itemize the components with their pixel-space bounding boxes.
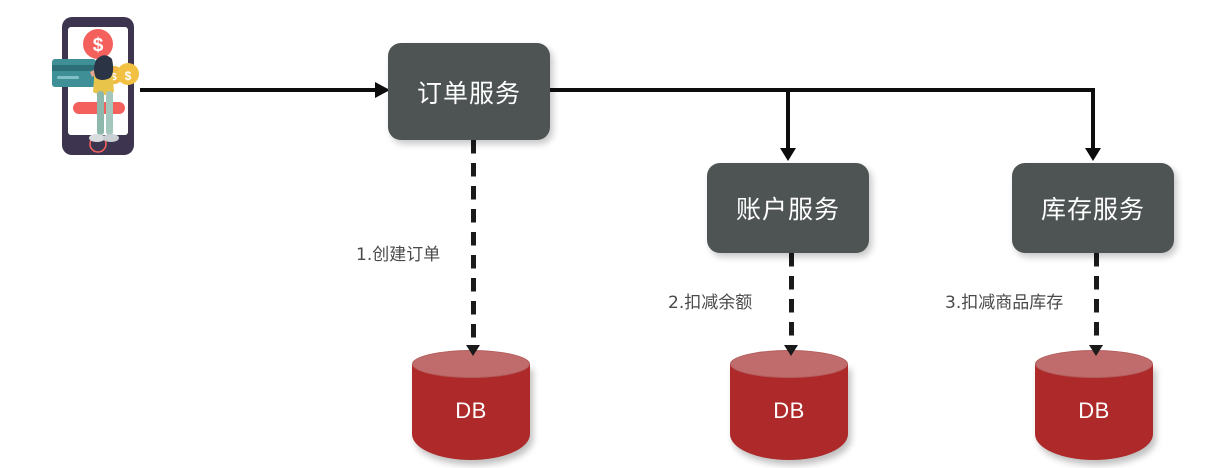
service-box-account-service[interactable]: 账户服务	[707, 163, 869, 253]
database-account-db[interactable]: DB	[730, 350, 848, 462]
person-hair-shape	[94, 55, 114, 80]
coin-front-glyph: $	[125, 69, 132, 83]
arrow-inventory-to-db	[1089, 345, 1103, 356]
db-label-inventory-db: DB	[1078, 398, 1110, 423]
db-top-ellipse-shape	[730, 350, 848, 378]
coin-back-glyph: $	[111, 72, 117, 83]
dollar-sign-glyph: $	[93, 35, 104, 56]
connector-to-inventory-service	[1091, 88, 1095, 150]
connector-to-account-service	[786, 88, 790, 150]
connector-inventory-to-db	[1094, 253, 1099, 347]
person-shoe-right-shape	[103, 134, 119, 142]
connector-order-to-db	[471, 140, 476, 347]
service-label-order-service: 订单服务	[416, 79, 521, 108]
arrow-to-inventory-service	[1085, 148, 1101, 161]
arrow-account-to-db	[784, 345, 798, 356]
db-body-shape	[1035, 364, 1153, 460]
edge-label-step-2: 2.扣减余额	[668, 293, 753, 313]
service-label-inventory-service: 库存服务	[1040, 196, 1145, 224]
db-body-shape	[730, 364, 848, 460]
connector-order-branch-bus	[550, 88, 1095, 92]
connector-user-to-order	[140, 88, 378, 92]
service-box-order-service[interactable]: 订单服务	[388, 43, 550, 140]
card-line-shape	[57, 76, 79, 79]
edge-label-step-3: 3.扣减商品库存	[945, 293, 1064, 313]
mobile-payment-illustration: $ $ $	[52, 14, 148, 162]
database-order-db[interactable]: DB	[412, 350, 530, 462]
service-box-inventory-service[interactable]: 库存服务	[1012, 163, 1174, 253]
person-leg-left-shape	[97, 91, 104, 135]
database-inventory-db[interactable]: DB	[1035, 350, 1153, 462]
dollar-circle-shape	[83, 29, 113, 59]
card-stripe-shape	[52, 65, 96, 71]
person-leg-right-shape	[106, 91, 113, 135]
coin-front-shape	[117, 63, 139, 85]
person-shoe-left-shape	[89, 134, 105, 142]
db-body-shape	[412, 364, 530, 460]
arrow-to-account-service	[780, 148, 796, 161]
arrow-user-to-order	[375, 82, 390, 98]
db-label-order-db: DB	[455, 398, 487, 423]
edge-label-step-1: 1.创建订单	[356, 245, 441, 265]
arrow-order-to-db	[466, 345, 480, 356]
service-label-account-service: 账户服务	[735, 196, 840, 224]
illustration-svg: $ $ $	[52, 17, 139, 155]
connector-account-to-db	[789, 253, 794, 347]
credit-card-shape	[52, 59, 96, 87]
db-label-account-db: DB	[773, 398, 805, 423]
